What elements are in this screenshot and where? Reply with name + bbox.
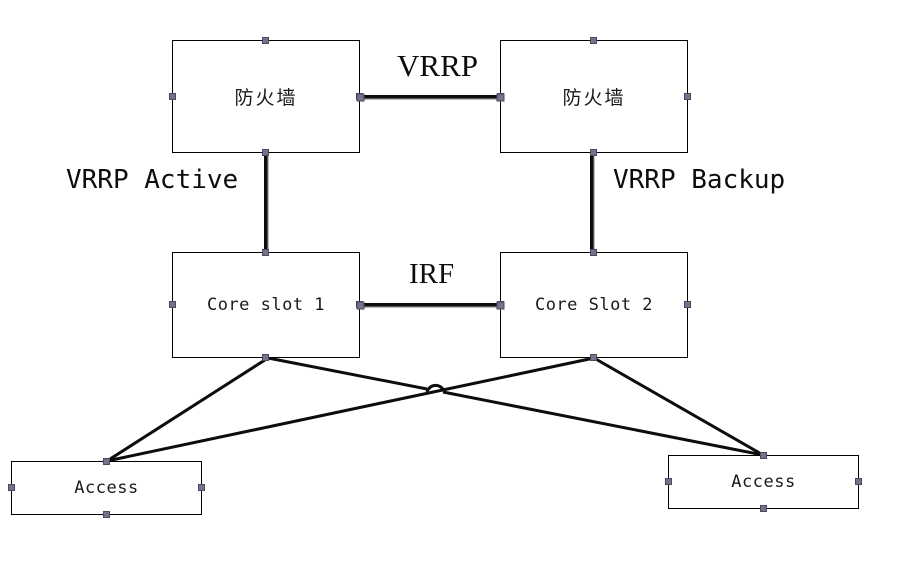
handle-bottom[interactable] (262, 149, 269, 156)
node-label-firewall-right: 防火墙 (562, 87, 626, 109)
link-core2-access-right[interactable] (593, 356, 764, 457)
handle-irf-end[interactable] (496, 301, 505, 310)
handle-top[interactable] (590, 37, 597, 44)
node-label-access-right: Access (731, 472, 796, 492)
handle-right[interactable] (855, 478, 862, 485)
handle-right[interactable] (198, 484, 205, 491)
handle-bottom[interactable] (590, 354, 597, 361)
node-access-right[interactable]: Access (665, 452, 862, 512)
node-core-slot-1[interactable]: Core slot 1 (169, 249, 363, 361)
node-label-firewall-left: 防火墙 (234, 87, 298, 109)
handle-irf-start[interactable] (356, 301, 365, 310)
link-core1-access-right-a[interactable] (267, 356, 428, 391)
line-jump-arc (425, 383, 446, 393)
handle-right[interactable] (684, 92, 691, 100)
handle-top[interactable] (590, 249, 597, 256)
node-label-access-left: Access (74, 478, 139, 498)
link-core1-access-right-b[interactable] (442, 390, 764, 457)
label-irf[interactable]: IRF (409, 258, 455, 290)
label-vrrp[interactable]: VRRP (397, 48, 478, 83)
handle-right[interactable] (684, 301, 691, 308)
node-core-slot-2[interactable]: Core Slot 2 (497, 249, 691, 361)
handle-bottom[interactable] (590, 149, 597, 156)
handle-vrrp-start[interactable] (356, 93, 365, 102)
handle-left[interactable] (665, 478, 672, 485)
handle-left[interactable] (169, 301, 176, 308)
handle-bottom[interactable] (759, 505, 767, 512)
link-core2-access-left[interactable] (106, 356, 595, 463)
handle-left[interactable] (169, 92, 176, 100)
node-access-left[interactable]: Access (8, 458, 205, 518)
handle-bottom[interactable] (102, 511, 110, 518)
node-label-core-slot-2: Core Slot 2 (534, 295, 654, 315)
handle-top[interactable] (262, 37, 269, 44)
link-core1-access-left[interactable] (106, 356, 269, 463)
node-label-core-slot-1: Core slot 1 (206, 295, 326, 315)
label-vrrp-backup[interactable]: VRRP Backup (613, 165, 786, 195)
handle-top[interactable] (759, 452, 767, 459)
handle-bottom[interactable] (262, 354, 269, 361)
node-firewall-right[interactable]: 防火墙 (497, 37, 691, 156)
label-vrrp-active[interactable]: VRRP Active (66, 165, 239, 195)
handle-left[interactable] (8, 484, 15, 491)
handle-top[interactable] (102, 458, 110, 465)
handle-top[interactable] (262, 249, 269, 256)
handle-vrrp-end[interactable] (496, 93, 505, 102)
